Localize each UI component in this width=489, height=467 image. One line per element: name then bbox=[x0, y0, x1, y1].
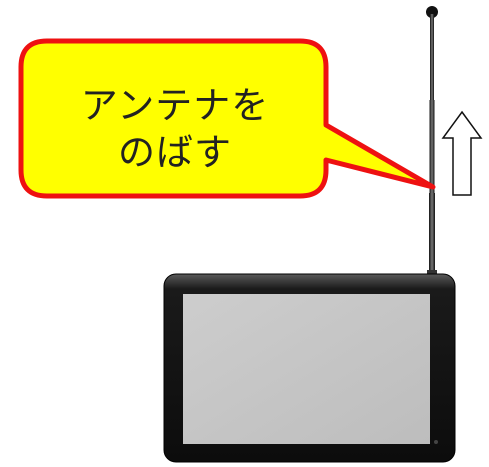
callout-line-1: アンテナを bbox=[80, 84, 270, 127]
up-arrow-icon bbox=[441, 110, 483, 196]
callout-text: アンテナを のばす bbox=[40, 82, 310, 176]
device-screen bbox=[183, 294, 430, 444]
callout-line-2: のばす bbox=[118, 131, 232, 174]
antenna-tip bbox=[426, 6, 438, 18]
antenna-rod-top bbox=[430, 14, 434, 102]
antenna-rod-middle bbox=[429, 100, 435, 195]
device-indicator bbox=[434, 440, 438, 444]
antenna-base bbox=[427, 270, 437, 276]
antenna-rod-bottom bbox=[429, 193, 435, 275]
callout-bubble bbox=[18, 38, 436, 199]
